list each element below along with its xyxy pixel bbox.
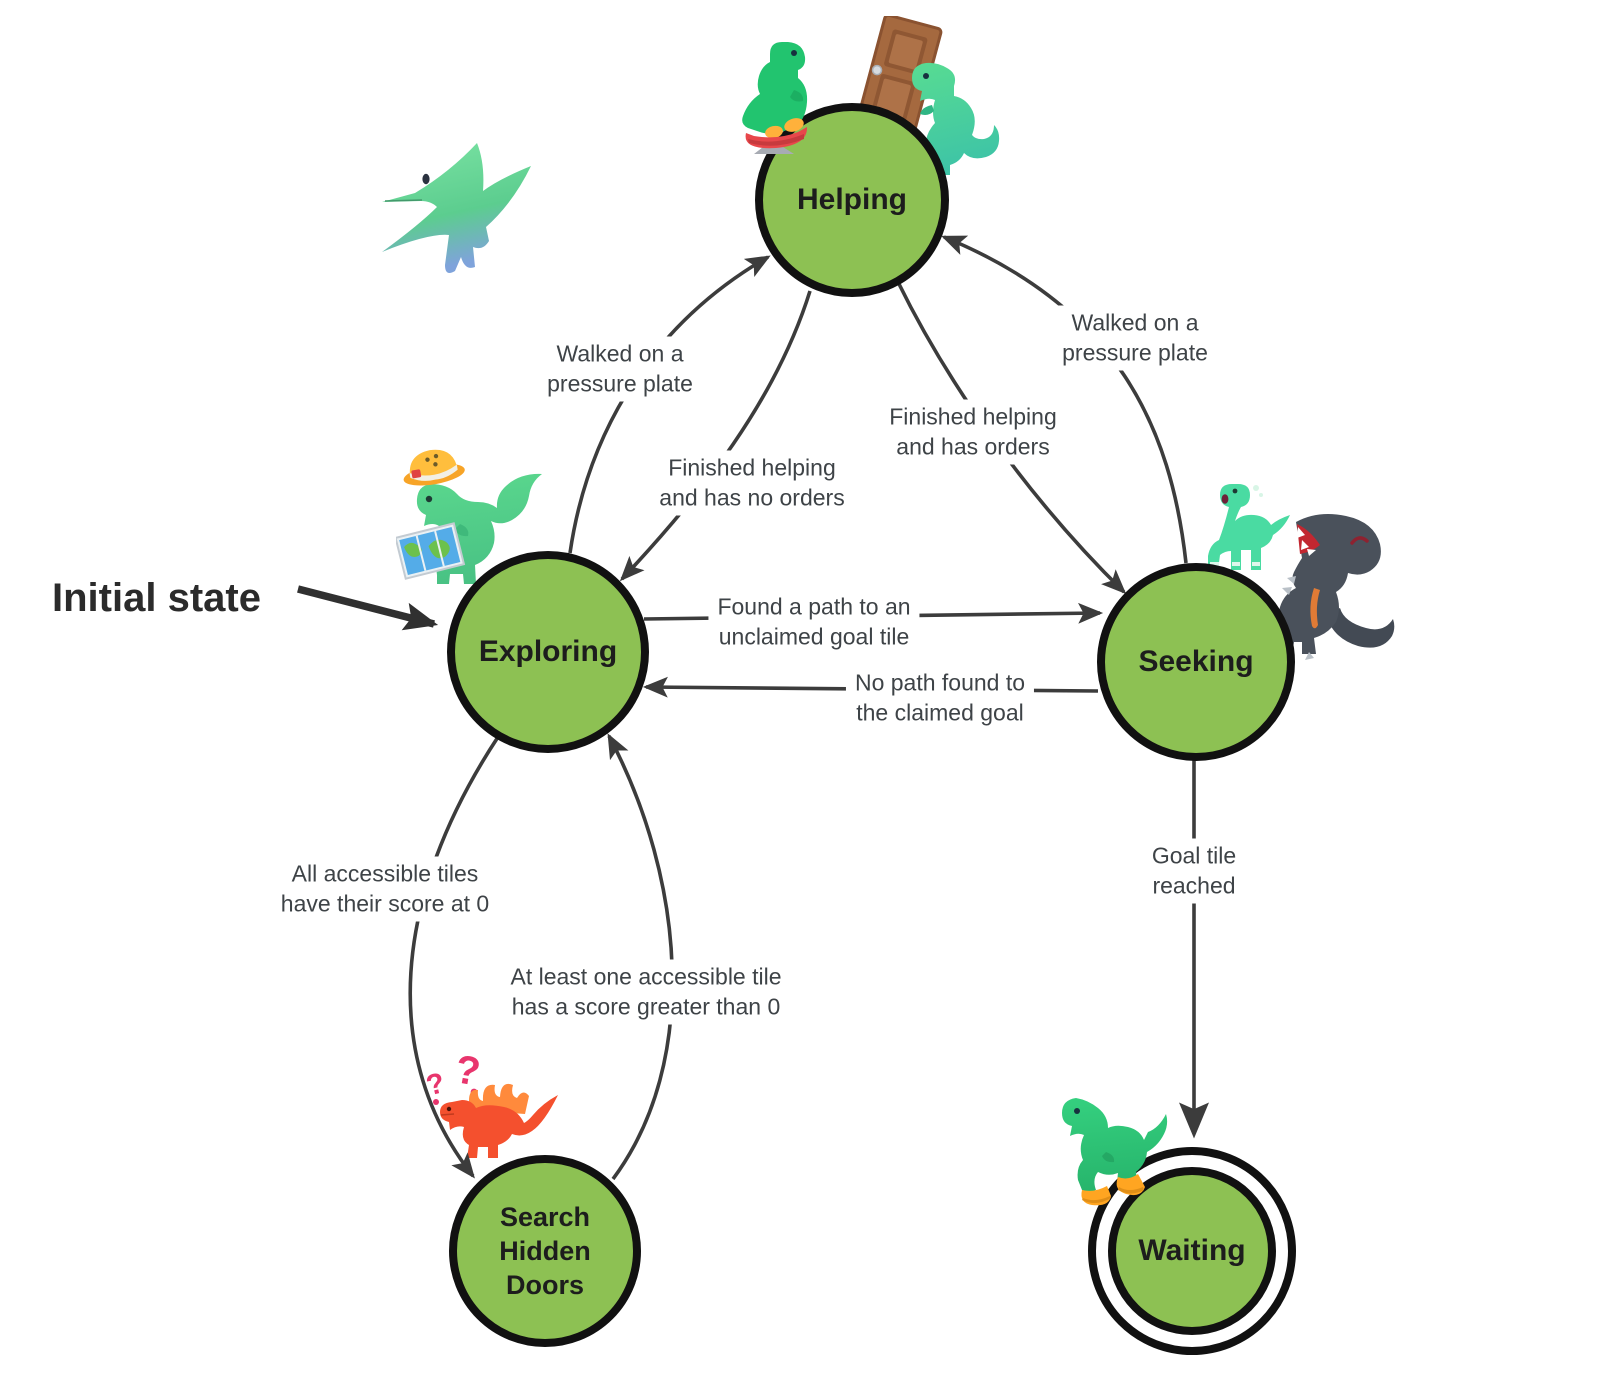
transition-label-all-tiles-zero: All accessible tiles have their score at… [271, 856, 499, 922]
state-waiting-label: Waiting [1138, 1234, 1246, 1267]
pterodactyl-icon [382, 143, 531, 273]
transition-label-walked-pressure-plate-right: Walked on a pressure plate [1053, 305, 1217, 371]
state-waiting: Waiting [1108, 1167, 1276, 1335]
explorer-dino-icon [396, 449, 542, 584]
state-exploring: Exploring [447, 551, 649, 753]
transition-label-finished-no-orders: Finished helping and has no orders [650, 450, 854, 516]
trex-with-boots-icon [1062, 1098, 1168, 1206]
dino-sitting-in-pot-icon [742, 42, 808, 154]
brontosaurus-icon [1208, 484, 1290, 570]
safari-hat-icon [403, 449, 465, 486]
transition-label-found-path: Found a path to an unclaimed goal tile [708, 589, 920, 655]
state-helping-label: Helping [797, 183, 907, 216]
state-helping: Helping [755, 103, 949, 297]
state-search-hidden-doors-label: Search Hidden Doors [499, 1202, 591, 1300]
state-search-hidden-doors: Search Hidden Doors [449, 1155, 641, 1347]
transition-seeking-to-helping [941, 235, 1188, 564]
transition-label-no-path: No path found to the claimed goal [845, 665, 1035, 731]
transition-exploring-to-search-hidden-doors [408, 736, 500, 1179]
state-exploring-label: Exploring [478, 635, 618, 668]
initial-state-arrow [297, 585, 439, 631]
transition-label-goal-tile-reached: Goal tile reached [1142, 838, 1246, 904]
transition-helping-to-exploring [619, 290, 812, 582]
transition-label-walked-pressure-plate-left: Walked on a pressure plate [538, 336, 702, 402]
dark-tyrannosaurus-icon [1275, 514, 1395, 660]
transition-search-hidden-doors-to-exploring [607, 733, 675, 1181]
initial-state-label: Initial state [52, 576, 261, 620]
transition-label-finished-has-orders: Finished helping and has orders [880, 399, 1066, 465]
map-icon [396, 522, 466, 580]
transition-label-tile-score-greater: At least one accessible tile has a score… [501, 959, 791, 1025]
state-seeking: Seeking [1097, 563, 1295, 761]
state-seeking-label: Seeking [1138, 645, 1254, 678]
spinosaurus-question-icon: ? ? [423, 1047, 558, 1158]
